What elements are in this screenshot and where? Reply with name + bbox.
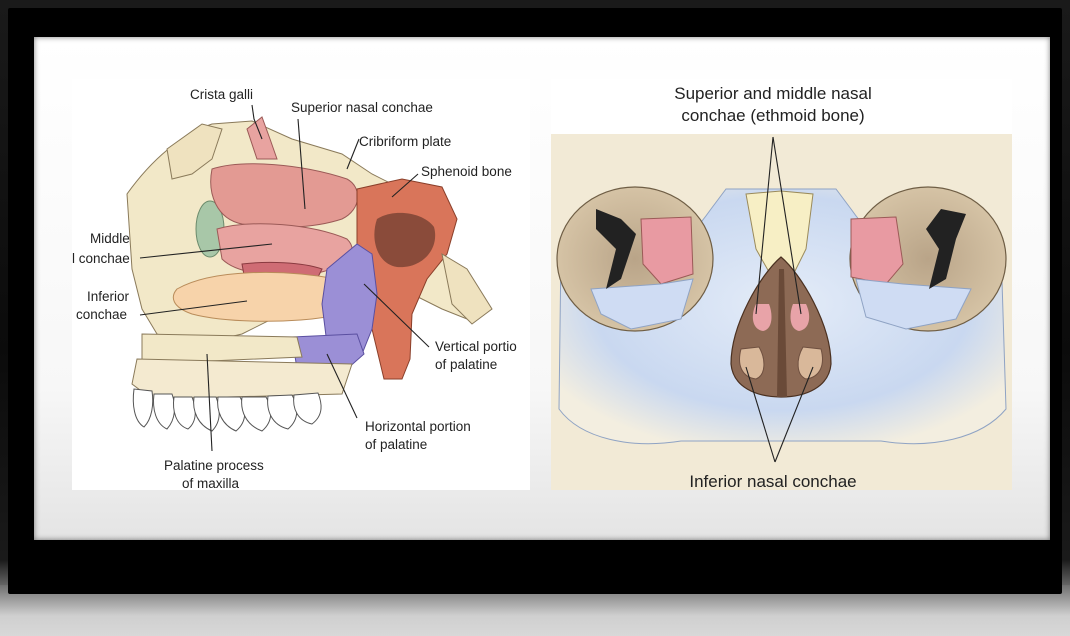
label-sphenoid-bone: Sphenoid bone [421,164,512,179]
anterior-illustration: Superior and middle nasal conchae (ethmo… [551,84,1012,490]
nasal-septum-shape [777,269,787,397]
right-orbit-fissure [926,209,966,289]
sagittal-illustration: Crista galli Superior nasal conchae Crib… [72,87,517,490]
label-superior-middle-line1: Superior and middle nasal [674,84,872,103]
inferior-concha-left [739,346,765,380]
label-cribriform-plate: Cribriform plate [359,134,451,149]
right-orbit-pink [850,216,904,285]
palatine-vertical-shape [321,243,378,365]
label-middle-line2: l conchae [72,251,130,266]
superior-concha-shape [210,163,359,228]
label-vertical-line1: Vertical portio [435,339,517,354]
label-palatine-line2: of maxilla [182,476,240,490]
right-orbit-blue [855,278,972,330]
label-vertical-line2: of palatine [435,357,497,372]
label-superior-middle-line2: conchae (ethmoid bone) [681,106,864,125]
left-orbit-pink [640,216,694,285]
nasal-bones-shape [745,190,814,280]
middle-concha-left [752,304,772,331]
label-inferior-line2: conchae [76,307,127,322]
teeth-group [132,388,322,432]
frontal-sinus-shape [166,123,223,180]
sagittal-nasal-cavity-diagram: Crista galli Superior nasal conchae Crib… [72,79,530,490]
label-middle-line1: Middle [90,231,130,246]
label-crista-galli: Crista galli [190,87,253,102]
palatine-process-shape [141,333,303,365]
label-inferior-line1: Inferior [87,289,130,304]
middle-concha-right [790,304,810,331]
anterior-nasal-cavity-diagram: Superior and middle nasal conchae (ethmo… [551,79,1012,490]
maxilla-shape [131,358,353,400]
label-horizontal-line2: of palatine [365,437,427,452]
label-palatine-line1: Palatine process [164,458,264,473]
left-orbit-blue [590,278,694,330]
label-inferior-nasal-conchae: Inferior nasal conchae [689,472,856,490]
inferior-concha-right [797,346,823,380]
sphenoid-sinus-shape [374,212,436,268]
left-orbit-fissure [596,209,636,289]
leader-lines [745,136,814,463]
leader-lines [139,104,430,452]
pterygoid-process-shape [441,252,493,325]
label-superior-nasal-conchae: Superior nasal conchae [291,100,433,115]
label-horizontal-line1: Horizontal portion [365,419,471,434]
